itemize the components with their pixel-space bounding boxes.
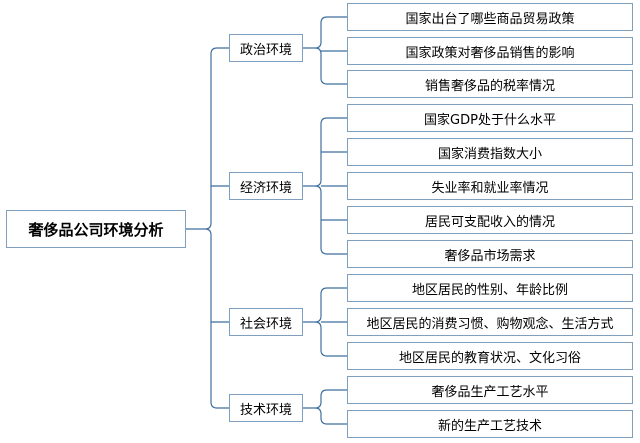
- leaf-label: 奢侈品生产工艺水平: [431, 384, 549, 400]
- root-label: 奢侈品公司环境分析: [28, 220, 164, 239]
- category-node-society: 社会环境: [229, 308, 303, 336]
- category-label: 社会环境: [239, 316, 292, 332]
- leaf-label: 国家消费指数大小: [437, 146, 542, 162]
- leaf-label: 失业率和就业率情况: [431, 180, 549, 196]
- leaf-label: 居民可支配收入的情况: [424, 214, 555, 230]
- leaf-node: 居民可支配收入的情况: [347, 206, 633, 234]
- category-node-politics: 政治环境: [229, 34, 303, 62]
- leaf-label: 奢侈品市场需求: [444, 248, 536, 264]
- leaf-node: 失业率和就业率情况: [347, 172, 633, 200]
- category-label: 技术环境: [239, 402, 292, 418]
- leaf-label: 国家政策对奢侈品销售的影响: [405, 45, 575, 61]
- leaf-node: 地区居民的消费习惯、购物观念、生活方式: [347, 308, 633, 336]
- leaf-node: 奢侈品市场需求: [347, 240, 633, 268]
- leaf-node: 国家出台了哪些商品贸易政策: [347, 3, 633, 31]
- leaf-label: 地区居民的性别、年龄比例: [411, 282, 568, 298]
- economy-bracket: [303, 117, 347, 255]
- leaf-label: 国家GDP处于什么水平: [424, 112, 556, 128]
- leaf-label: 地区居民的消费习惯、购物观念、生活方式: [366, 316, 614, 332]
- society-bracket: [303, 287, 347, 357]
- leaf-node: 地区居民的性别、年龄比例: [347, 274, 633, 302]
- category-node-economy: 经济环境: [229, 172, 303, 200]
- leaf-node: 国家政策对奢侈品销售的影响: [347, 37, 633, 65]
- leaf-label: 销售奢侈品的税率情况: [424, 78, 555, 94]
- leaf-node: 国家消费指数大小: [347, 138, 633, 166]
- technology-bracket: [303, 389, 347, 425]
- leaf-node: 新的生产工艺技术: [347, 410, 633, 438]
- leaf-label: 新的生产工艺技术: [437, 418, 542, 434]
- category-label: 经济环境: [239, 180, 292, 196]
- root-node: 奢侈品公司环境分析: [6, 210, 186, 248]
- politics-bracket: [303, 16, 347, 85]
- leaf-node: 奢侈品生产工艺水平: [347, 376, 633, 404]
- leaf-label: 国家出台了哪些商品贸易政策: [405, 11, 575, 27]
- leaf-node: 销售奢侈品的税率情况: [347, 70, 633, 98]
- root-bracket: [186, 47, 229, 409]
- leaf-node: 国家GDP处于什么水平: [347, 104, 633, 132]
- category-node-technology: 技术环境: [229, 394, 303, 422]
- leaf-node: 地区居民的教育状况、文化习俗: [347, 342, 633, 370]
- leaf-label: 地区居民的教育状况、文化习俗: [398, 350, 581, 366]
- category-label: 政治环境: [239, 42, 292, 58]
